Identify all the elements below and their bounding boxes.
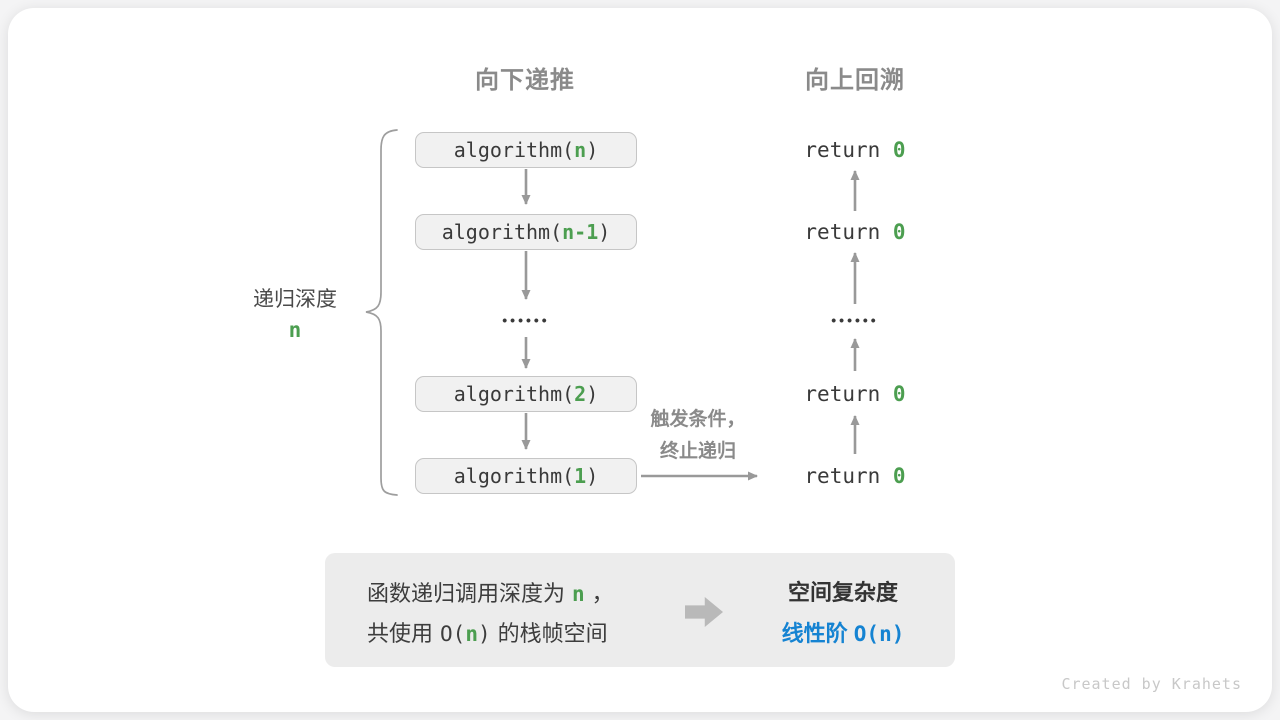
return-keyword: return bbox=[804, 382, 881, 406]
result-block: 空间复杂度 线性阶 O(n) bbox=[755, 575, 931, 648]
call-text: algorithm( bbox=[453, 138, 575, 162]
result-value: 线性阶 O(n) bbox=[755, 616, 931, 648]
terminate-note-line2: 终止递归 bbox=[659, 441, 736, 462]
bigo-close: ) bbox=[477, 622, 491, 646]
call-text: ) bbox=[586, 138, 599, 162]
return-keyword: return bbox=[804, 138, 881, 162]
call-box-algorithm-n: algorithm(n) bbox=[415, 132, 637, 168]
summary-line2-prefix: 共使用 bbox=[367, 621, 434, 646]
call-text: algorithm( bbox=[453, 464, 575, 488]
call-box-algorithm-1: algorithm(1) bbox=[415, 458, 637, 494]
result-title: 空间复杂度 bbox=[787, 580, 898, 605]
call-arg: n bbox=[574, 138, 587, 162]
call-box-algorithm-n-1: algorithm(n-1) bbox=[415, 214, 637, 250]
depth-label: 递归深度 bbox=[253, 288, 337, 311]
depth-variable: n bbox=[225, 318, 365, 343]
call-text: ) bbox=[586, 382, 599, 406]
result-value-label: 线性阶 bbox=[781, 621, 848, 646]
summary-line1-prefix: 函数递归调用深度为 bbox=[367, 581, 566, 606]
return-value: 0 bbox=[892, 220, 906, 244]
summary-line2-suffix: 的栈帧空间 bbox=[497, 621, 608, 646]
watermark-credit: Created by Krahets bbox=[1061, 675, 1242, 693]
implies-arrow-icon bbox=[685, 597, 723, 627]
header-recurse-down: 向下递推 bbox=[475, 67, 575, 94]
return-row: return 0 bbox=[755, 462, 955, 490]
header-backtrack-up: 向上回溯 bbox=[805, 67, 905, 94]
return-row: return 0 bbox=[755, 380, 955, 408]
depth-variable-value: n bbox=[288, 318, 302, 342]
terminate-note-line1: 触发条件， bbox=[650, 409, 746, 430]
return-keyword: return bbox=[804, 464, 881, 488]
terminate-note: 触发条件， 终止递归 bbox=[626, 404, 770, 468]
summary-line2-bigo: O(n) bbox=[440, 621, 491, 646]
return-keyword: return bbox=[804, 220, 881, 244]
result-value-bigo: O(n) bbox=[853, 622, 905, 646]
return-value: 0 bbox=[892, 464, 906, 488]
bigo-var: n bbox=[465, 622, 478, 646]
ellipsis-right: •••••• bbox=[831, 312, 879, 328]
call-text: algorithm( bbox=[453, 382, 575, 406]
return-row: return 0 bbox=[755, 136, 955, 164]
return-row: return 0 bbox=[755, 218, 955, 246]
call-box-algorithm-2: algorithm(2) bbox=[415, 376, 637, 412]
call-arg: 1 bbox=[574, 464, 587, 488]
summary-line1-var: n bbox=[572, 582, 585, 606]
call-text: algorithm( bbox=[441, 220, 563, 244]
bigo-open: O( bbox=[440, 622, 466, 646]
call-arg: 2 bbox=[574, 382, 587, 406]
summary-line1-suffix: ， bbox=[591, 581, 614, 606]
ellipsis-left: •••••• bbox=[502, 312, 550, 328]
call-arg: n-1 bbox=[562, 220, 599, 244]
call-text: ) bbox=[598, 220, 611, 244]
return-value: 0 bbox=[892, 382, 906, 406]
return-value: 0 bbox=[892, 138, 906, 162]
call-text: ) bbox=[586, 464, 599, 488]
